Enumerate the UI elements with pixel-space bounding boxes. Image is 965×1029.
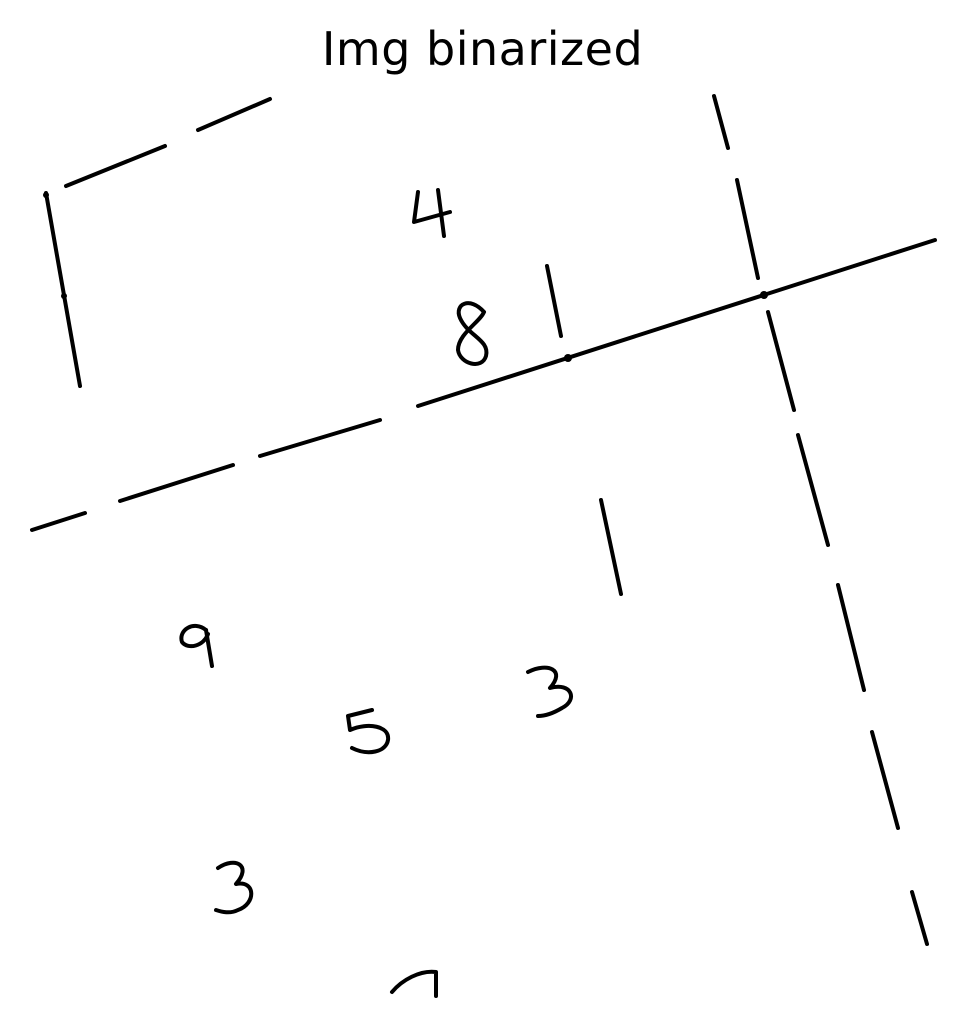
- slanted-dot-1: [564, 354, 572, 362]
- bracket-top-dash-2: [196, 97, 272, 132]
- slanted-dash-1: [30, 511, 87, 532]
- top-left-bracket: [43, 97, 272, 388]
- slanted-dash-2: [118, 463, 235, 503]
- right-dash-6: [870, 730, 900, 830]
- right-dash-3: [766, 310, 796, 412]
- digit-9: [179, 623, 214, 668]
- digit-7-partial: [390, 969, 438, 998]
- digit-8: [456, 301, 489, 366]
- slanted-dash-3: [258, 418, 382, 458]
- right-dash-4: [796, 433, 830, 547]
- bracket-left-edge: [44, 191, 82, 388]
- bracket-top-dash-1: [64, 144, 167, 188]
- right-dash-7: [910, 890, 929, 946]
- right-dash-2: [735, 178, 760, 280]
- figure-title: Img binarized: [321, 22, 644, 76]
- slanted-line: [30, 238, 937, 532]
- digit-4: [412, 188, 452, 238]
- right-dash-5: [836, 583, 866, 692]
- bracket-mid-dot: [61, 293, 67, 299]
- digit-3-lower: [214, 860, 254, 915]
- digit-5: [346, 708, 391, 755]
- middle-tick-upper: [545, 264, 563, 338]
- right-dash-1: [712, 94, 730, 150]
- slanted-dot-2: [760, 291, 768, 299]
- bracket-corner-dot: [43, 192, 49, 198]
- middle-tick-lower: [599, 498, 623, 596]
- digit-3-upper: [526, 665, 573, 718]
- slanted-solid: [416, 238, 937, 408]
- right-dashed-line: [712, 94, 929, 946]
